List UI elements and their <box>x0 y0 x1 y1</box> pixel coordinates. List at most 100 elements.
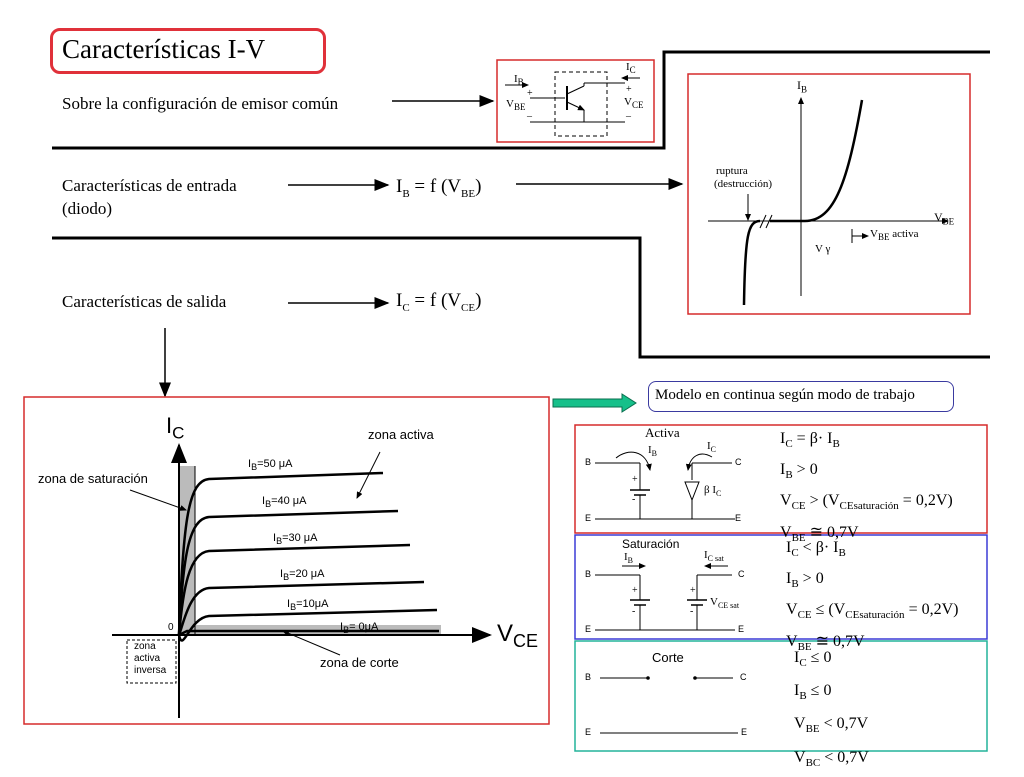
out-y-sub: C <box>172 423 185 443</box>
activa-ib: IB <box>648 444 657 458</box>
input-break-1 <box>759 214 767 229</box>
activa-e2: E <box>735 513 742 523</box>
transistor-ic-label: IC <box>626 61 636 75</box>
eq-ib-main: I <box>396 176 403 197</box>
eq-ic-rhs: = f (V <box>414 290 462 311</box>
activa-b: B <box>585 457 592 467</box>
a-ib: I <box>648 444 652 456</box>
out-x: V <box>497 620 514 647</box>
eq-saturacion-line-0: IC < β· IB <box>786 539 846 560</box>
eq-ib-rhs-sub: BE <box>461 187 476 200</box>
s-vcesat: V <box>710 596 718 608</box>
transistor-minus-left: – <box>527 111 532 122</box>
separator-line-1 <box>52 50 990 150</box>
saturacion-vcesat: VCE sat <box>710 596 739 610</box>
t-ic-sub: C <box>629 65 636 76</box>
t-ib-sub: B <box>517 77 524 88</box>
corte-e: E <box>585 727 592 737</box>
saturacion-e2: E <box>738 624 745 634</box>
zona-inversa-3: inversa <box>134 665 167 676</box>
t-vbe-sub: BE <box>513 102 526 113</box>
saturacion-minus: - <box>632 606 636 617</box>
activa-ic: IC <box>707 440 716 454</box>
saturacion-e: E <box>585 624 592 634</box>
model-corte-title: Corte <box>652 650 684 665</box>
eq-saturacion-line-2: VCE ≤ (VCEsaturación = 0,2V) <box>786 601 959 622</box>
activa-circuit <box>595 451 735 520</box>
ic-curve-2 <box>177 543 411 636</box>
saturacion-c: C <box>738 569 745 579</box>
zona-inversa-2: activa <box>134 653 161 664</box>
act-word: activa <box>892 228 919 240</box>
out-x-sub: CE <box>513 630 539 651</box>
ic-curve-label-2: IB=30 μA <box>273 532 318 547</box>
corte-e2: E <box>741 727 748 737</box>
separator-line-2 <box>52 236 990 359</box>
input-curve-reverse <box>742 219 761 306</box>
vgamma-label: V γ <box>815 243 831 255</box>
s-icsat: I <box>704 549 708 561</box>
corte-c: C <box>740 672 747 682</box>
title-box <box>50 28 326 74</box>
a-ic: I <box>707 440 711 452</box>
saturacion-plus2: + <box>690 585 696 596</box>
activa-minus: - <box>632 494 636 505</box>
zona-corte-label: zona de corte <box>320 655 399 670</box>
transistor-minus-right: – <box>626 111 631 122</box>
output-y-label: IC <box>166 413 184 443</box>
entrada-text-line2: (diodo) <box>62 199 113 218</box>
eq-ic-main: I <box>396 290 403 311</box>
transistor-ib-label: IB <box>514 73 524 87</box>
equation-ib: IB = f (VBE) <box>396 176 481 200</box>
activa-e: E <box>585 513 592 523</box>
in-y: I <box>797 78 801 92</box>
zona-activa-arrow <box>356 451 381 499</box>
t-vbe: V <box>506 98 514 110</box>
eq-saturacion-line-3: VBE ≅ 0,7V <box>786 632 865 653</box>
green-arrow <box>552 393 637 413</box>
ic-curve-label-0: IB=50 μA <box>248 458 293 473</box>
eq-corte-line-1: IB ≤ 0 <box>794 682 832 703</box>
output-curves <box>177 471 439 642</box>
eq-corte-line-3: VBC < 0,7V <box>794 748 869 769</box>
zona-saturacion-arrow <box>129 489 187 511</box>
a-ib-sub: B <box>651 449 658 459</box>
model-saturacion-box <box>574 534 988 640</box>
act-v: V <box>870 228 878 240</box>
t-ic: I <box>626 61 630 73</box>
eq-ib-rhs: = f (V <box>414 176 462 197</box>
input-chart-box <box>687 73 971 315</box>
activa-c: C <box>735 457 742 467</box>
t-vce: V <box>624 96 632 108</box>
eq-ib-close: ) <box>475 176 482 197</box>
zona-corte-arrow <box>282 630 341 656</box>
salida-text: Características de salida <box>62 292 227 311</box>
saturacion-plus: + <box>632 585 638 596</box>
eq-corte-line-0: IC ≤ 0 <box>794 649 832 670</box>
ic-curve-5 <box>178 629 439 637</box>
eq-corte-line-2: VBE < 0,7V <box>794 715 869 736</box>
a-beta: β I <box>704 484 717 496</box>
zona-activa-label: zona activa <box>368 427 434 442</box>
eq-activa-line-3: VBE ≅ 0,7V <box>780 523 859 544</box>
input-y-label: IB <box>797 78 807 94</box>
saturacion-minus2: - <box>690 606 694 617</box>
saturacion-b: B <box>585 569 592 579</box>
equation-ic: IC = f (VCE) <box>396 290 481 314</box>
ruptura-label-2: (destrucción) <box>714 178 773 190</box>
ic-curve-label-3: IB=20 μA <box>280 568 325 583</box>
t-ib: I <box>514 73 518 85</box>
activa-vbe-label: VBE activa <box>870 228 918 242</box>
s-ib-sub: B <box>627 556 634 566</box>
transistor-dashed <box>554 71 608 137</box>
entrada-text-line1: Características de entrada <box>62 176 237 195</box>
ruptura-label-1: ruptura <box>716 165 748 177</box>
eq-activa-line-0: IC = β· IB <box>780 430 840 451</box>
modelo-label: Modelo en continua según modo de trabajo <box>648 381 954 412</box>
eq-saturacion-line-1: IB > 0 <box>786 570 824 591</box>
zona-inversa-1: zona <box>134 641 156 652</box>
input-x-label: VBE <box>934 210 954 226</box>
ic-curve-label-1: IB=40 μA <box>262 495 307 510</box>
act-v-sub: BE <box>877 232 890 243</box>
